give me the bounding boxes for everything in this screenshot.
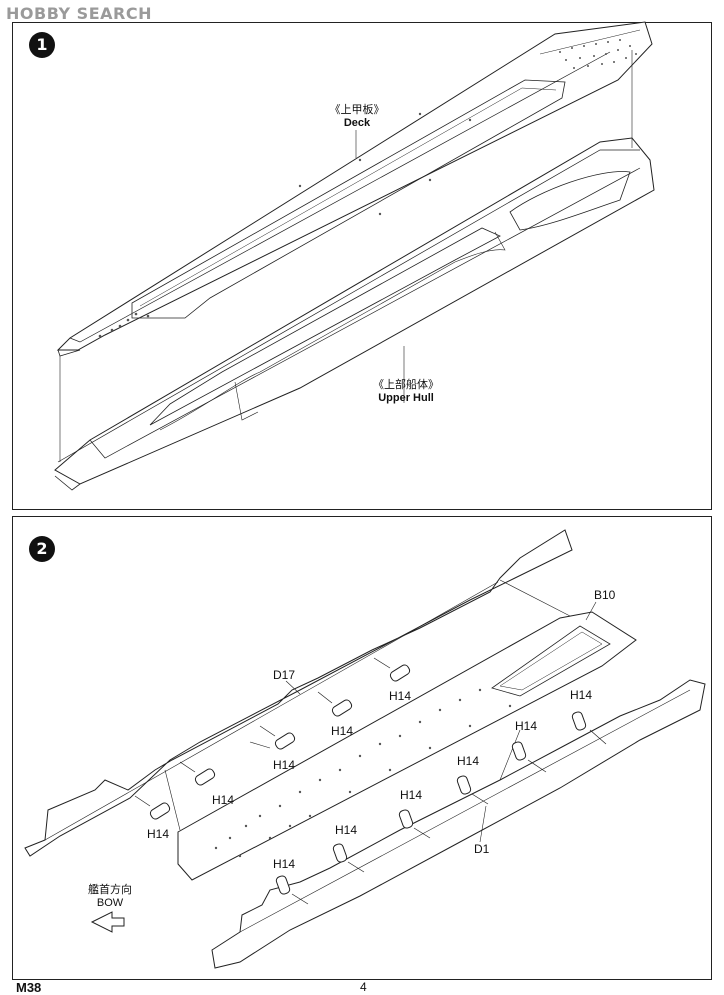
step-1-badge: 1 [29,32,55,58]
part-b10-label: B10 [594,588,616,602]
upper-hull-label-en: Upper Hull [378,392,434,404]
part-h14-label: H14 [457,754,480,768]
part-h14-label: H14 [570,688,593,702]
deck-label-en: Deck [343,117,371,129]
h14-arrows [134,657,607,905]
step-2-badge: 2 [29,536,55,562]
bow-arrow-icon [90,911,125,933]
deck-plate-b10 [177,611,637,881]
part-h14-label: H14 [273,758,296,772]
deck-label-cn: 《上甲板》 [329,104,385,116]
h14-pieces [149,664,587,895]
manual-code: M38 [16,980,42,995]
part-h14-label: H14 [147,827,170,841]
right-side-strake [211,679,706,969]
part-h14-label: H14 [515,719,538,733]
part-h14-label: H14 [335,823,358,837]
part-h14-label: H14 [212,793,235,807]
part-h14-label: H14 [331,724,354,738]
step-1-alignment-lines [59,50,633,462]
bow-label-en: BOW [96,897,124,909]
part-d1-label: D1 [474,842,490,856]
upper-hull-label-cn: 《上部船体》 [373,379,439,391]
bow-label-cn: 艦首方向 [88,884,132,896]
part-h14-label: H14 [389,689,412,703]
part-h14-label: H14 [273,857,296,871]
part-h14-label: H14 [400,788,423,802]
deck-plate-dots [214,688,512,858]
left-side-strake [24,529,573,857]
deck-dots [98,39,637,338]
step-2-leader-lines [164,579,597,843]
deck-part-illustration [56,21,653,357]
watermark-text: HOBBY SEARCH [6,4,152,23]
page-number: 4 [360,980,367,994]
part-d17-label: D17 [273,668,296,682]
upper-hull-part-illustration [54,137,655,491]
